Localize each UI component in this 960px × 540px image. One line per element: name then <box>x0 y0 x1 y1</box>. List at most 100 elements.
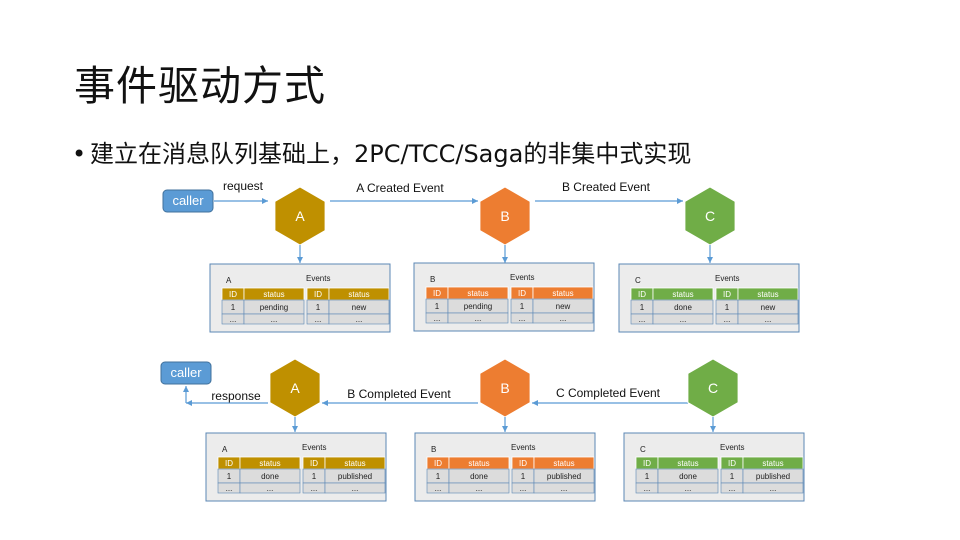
store-bottom-A-t1-r2-status <box>324 482 386 494</box>
store-bottom-A-t0-r1-status-text: done <box>261 472 279 481</box>
bullet-text: •建立在消息队列基础上，2PC/TCC/Saga的非集中式实现 <box>72 134 691 169</box>
store-bottom-A-t1-r1-status-text: published <box>338 472 372 481</box>
store-top-A-t0-r1-id-text: 1 <box>231 303 236 312</box>
store-bottom-C-t0-r2-status <box>657 482 719 494</box>
store-top-B-t1-hdr-status-label: status <box>552 289 573 298</box>
store-bottom-B-t1-r2-id-text: ... <box>520 484 527 493</box>
label-response: response <box>211 389 261 403</box>
store-bottom-B-t1-r1-id-text: 1 <box>521 472 526 481</box>
store-top-C-t0-r2-id-text: ... <box>639 315 646 324</box>
store-bottom-A-t1-r1-id-text: 1 <box>312 472 317 481</box>
store-top-C-t0-r1-status-text: done <box>674 303 692 312</box>
page-title: 事件驱动方式 <box>74 62 326 110</box>
store-bottom-A-t0-r1-id-text: 1 <box>227 472 232 481</box>
store-top-B-t0-hdr-id-label: ID <box>433 289 441 298</box>
store-bottom-C-t0-r1-status-text: done <box>679 472 697 481</box>
store-bottom-C-t0-hdr-status-label: status <box>677 459 698 468</box>
store-top-C-t1-r2-status <box>737 313 799 325</box>
store-bottom-A-events-title: Events <box>302 443 326 452</box>
store-bottom-B-t0-hdr-id-label: ID <box>434 459 442 468</box>
store-bottom-A-t1-hdr-status-label: status <box>344 459 365 468</box>
store-top-A-t0-r2-id-text: ... <box>230 315 237 324</box>
store-bottom-C-t0-r1-id-text: 1 <box>645 472 650 481</box>
store-top-A-t1-hdr-id-label: ID <box>314 290 322 299</box>
store-top-C-t0-hdr-status-label: status <box>672 290 693 299</box>
store-top-A-t1-r2-status <box>328 313 390 325</box>
store-bottom-C-t1-hdr-id-label: ID <box>728 459 736 468</box>
store-top-B-t0-r1-id-text: 1 <box>435 302 440 311</box>
store-bottom-B-t1-hdr-id-label: ID <box>519 459 527 468</box>
store-bottom-C-t0-hdr-id-label: ID <box>643 459 651 468</box>
label-request: request <box>223 179 264 193</box>
node-bottom-A-label: A <box>290 380 300 396</box>
bullet-label: 建立在消息队列基础上，2PC/TCC/Saga的非集中式实现 <box>90 140 692 168</box>
store-top-B-node-name: B <box>430 275 435 284</box>
store-bottom-A-t1-r2-status-text: ... <box>352 484 359 493</box>
store-top-A-events-title: Events <box>306 274 330 283</box>
node-top-B-label: B <box>500 208 509 224</box>
caller-bottom-label: caller <box>170 365 202 380</box>
label-c-completed-event: C Completed Event <box>556 386 661 400</box>
store-bottom-B-events-title: Events <box>511 443 535 452</box>
store-top-B-t1-r2-status <box>532 312 594 324</box>
store-bottom-B-t1-hdr-status-label: status <box>553 459 574 468</box>
store-top-A-node-name: A <box>226 276 232 285</box>
store-bottom-B-t0-r1-id-text: 1 <box>436 472 441 481</box>
caller-top-box <box>162 189 214 213</box>
store-top-C-t1-r2-id-text: ... <box>724 315 731 324</box>
store-top-A-t1-hdr-status-label: status <box>348 290 369 299</box>
store-bottom-C-t1-r2-id-text: ... <box>729 484 736 493</box>
store-bottom-B-t0-r2-status <box>448 482 510 494</box>
store-top-B-t0-r2-id-text: ... <box>434 314 441 323</box>
store-top-A-t1-r2-status-text: ... <box>356 315 363 324</box>
store-top-A-t0-r1-status-text: pending <box>260 303 288 312</box>
node-bottom-C-label: C <box>708 380 718 396</box>
store-top-A-t0-hdr-status-label: status <box>263 290 284 299</box>
label-b-created-event: B Created Event <box>562 180 651 194</box>
store-bottom-C-t1-r1-status-text: published <box>756 472 790 481</box>
store-bottom-C-node-name: C <box>640 445 646 454</box>
store-bottom-A-node-name: A <box>222 445 228 454</box>
store-top-B-t0-r2-status-text: ... <box>475 314 482 323</box>
store-top-B-t1-r2-status-text: ... <box>560 314 567 323</box>
store-bottom-A-t0-r2-status-text: ... <box>267 484 274 493</box>
store-top-C-t0-r1-id-text: 1 <box>640 303 645 312</box>
caller-top-label: caller <box>172 193 204 208</box>
store-top-C-node-name: C <box>635 276 641 285</box>
store-bottom-B-t0-r1-status-text: done <box>470 472 488 481</box>
bullet-dot: • <box>72 140 87 168</box>
store-top-C-t0-r2-status-text: ... <box>680 315 687 324</box>
store-bottom-A-t1-r2-id-text: ... <box>311 484 318 493</box>
store-bottom-B-t1-r1-status-text: published <box>547 472 581 481</box>
store-top-C-t1-r2-status-text: ... <box>765 315 772 324</box>
store-top-C-events-title: Events <box>715 274 739 283</box>
node-top-A-label: A <box>295 208 305 224</box>
store-bottom-C-t0-r2-id-text: ... <box>644 484 651 493</box>
store-top-B-t0-hdr-status-label: status <box>467 289 488 298</box>
store-bottom-A-t0-hdr-id-label: ID <box>225 459 233 468</box>
node-top-C-label: C <box>705 208 715 224</box>
store-top-B-t0-r1-status-text: pending <box>464 302 492 311</box>
store-bottom-B-t0-r2-status-text: ... <box>476 484 483 493</box>
store-bottom-B-t0-hdr-status-label: status <box>468 459 489 468</box>
store-bottom-C-t0-r2-status-text: ... <box>685 484 692 493</box>
store-bottom-A-t0-hdr-status-label: status <box>259 459 280 468</box>
store-top-C-t1-hdr-status-label: status <box>757 290 778 299</box>
store-bottom-A-t0-r2-id-text: ... <box>226 484 233 493</box>
store-top-C-t1-r1-id-text: 1 <box>725 303 730 312</box>
store-top-C-t0-r2-status <box>652 313 714 325</box>
store-top-B-t1-hdr-id-label: ID <box>518 289 526 298</box>
store-top-A-t1-r2-id-text: ... <box>315 315 322 324</box>
store-bottom-C-events-title: Events <box>720 443 744 452</box>
store-top-A-t1-r1-id-text: 1 <box>316 303 321 312</box>
store-top-C-t1-r1-status-text: new <box>761 303 776 312</box>
store-bottom-C-t1-hdr-status-label: status <box>762 459 783 468</box>
store-top-B-t1-r1-status-text: new <box>556 302 571 311</box>
store-top-A-t0-r2-status <box>243 313 305 325</box>
store-bottom-B-t1-r2-status <box>533 482 595 494</box>
store-bottom-A-t1-hdr-id-label: ID <box>310 459 318 468</box>
store-bottom-C-t1-r2-status <box>742 482 804 494</box>
store-bottom-C-t1-r2-status-text: ... <box>770 484 777 493</box>
caller-bottom-box <box>160 361 212 385</box>
